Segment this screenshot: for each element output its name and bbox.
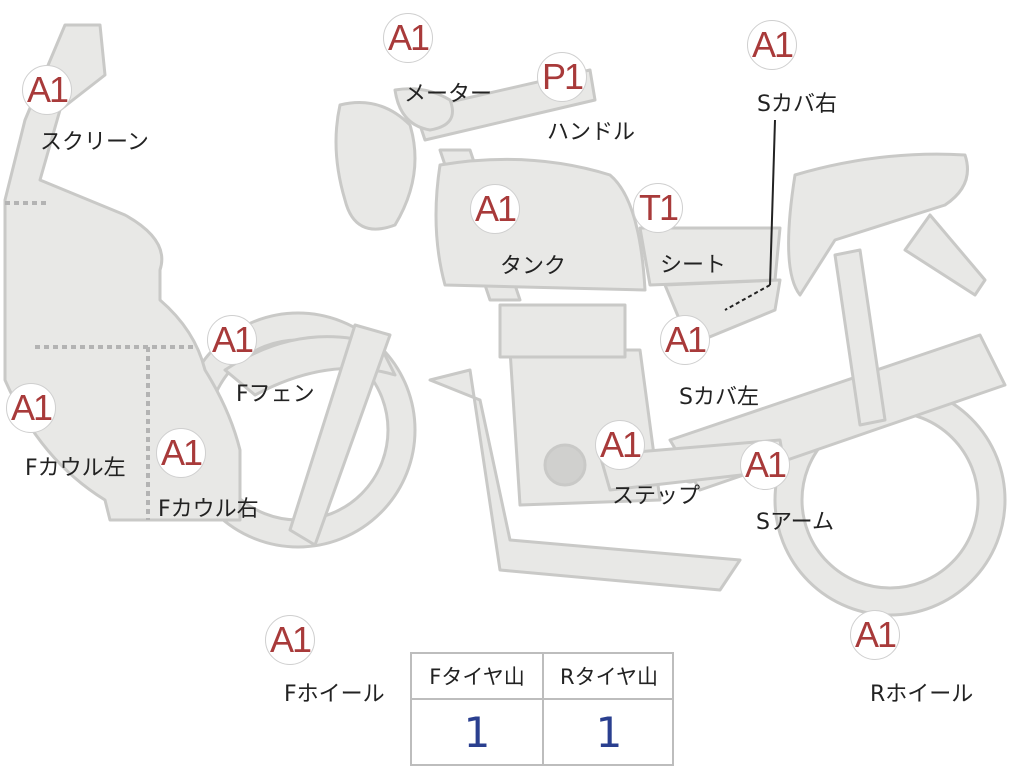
- step-label: ステップ: [612, 484, 701, 509]
- seat-label: シート: [660, 253, 727, 278]
- ffender-label: Fフェン: [236, 382, 315, 407]
- screen-label: スクリーン: [40, 130, 149, 155]
- rear-shock-shape: [833, 248, 887, 427]
- fairing-shape: [3, 23, 242, 522]
- exhaust-shape: [428, 368, 742, 592]
- sarm-label: Sアーム: [756, 510, 834, 535]
- screen-grade-badge[interactable]: A1: [22, 65, 72, 115]
- engine-cover-shape: [543, 443, 587, 487]
- seat-front-shape: [638, 226, 782, 287]
- fcowl-left-label: Fカウル左: [25, 456, 126, 481]
- scover-right-label: Sカバ右: [757, 92, 837, 117]
- tank-grade-badge[interactable]: A1: [470, 184, 520, 234]
- handle-grade-badge[interactable]: P1: [537, 52, 587, 102]
- scover-left-grade-badge[interactable]: A1: [660, 315, 710, 365]
- rwheel-label: Rホイール: [870, 682, 974, 707]
- fcowl-right-grade-badge[interactable]: A1: [156, 428, 206, 478]
- seat-rear-shape: [787, 152, 969, 297]
- scover-right-leader: [769, 119, 776, 286]
- sarm-grade-badge[interactable]: A1: [740, 440, 790, 490]
- scover-right-grade-badge[interactable]: A1: [747, 20, 797, 70]
- front-tread-header: Fタイヤ山: [412, 654, 542, 700]
- front-tread-value: 1: [463, 707, 491, 757]
- rear-tread-value: 1: [595, 707, 623, 757]
- meter-label: メーター: [404, 82, 493, 107]
- fwheel-grade-badge[interactable]: A1: [265, 615, 315, 665]
- tail-shape: [903, 213, 987, 297]
- scover-left-label: Sカバ左: [679, 385, 759, 410]
- rear-tread-header: Rタイヤ山: [544, 654, 674, 700]
- scover-right-leader-dash: [724, 284, 771, 311]
- cylinder-head-shape: [498, 303, 627, 359]
- tire-tread-table: Fタイヤ山 Rタイヤ山 1 1: [410, 652, 674, 766]
- seat-grade-badge[interactable]: T1: [633, 183, 683, 233]
- fcowl-left-grade-badge[interactable]: A1: [6, 383, 56, 433]
- table-divider: [542, 654, 544, 764]
- step-grade-badge[interactable]: A1: [595, 420, 645, 470]
- meter-grade-badge[interactable]: A1: [383, 13, 433, 63]
- fcowl-right-label: Fカウル右: [158, 497, 259, 522]
- handle-label: ハンドル: [547, 120, 636, 145]
- meter-shape: [393, 87, 454, 132]
- rwheel-grade-badge[interactable]: A1: [850, 610, 900, 660]
- front-fork-shape: [288, 323, 392, 547]
- fwheel-label: Fホイール: [284, 682, 385, 707]
- ffender-grade-badge[interactable]: A1: [207, 315, 257, 365]
- tank-label: タンク: [500, 254, 567, 279]
- headlight-shape: [334, 101, 417, 231]
